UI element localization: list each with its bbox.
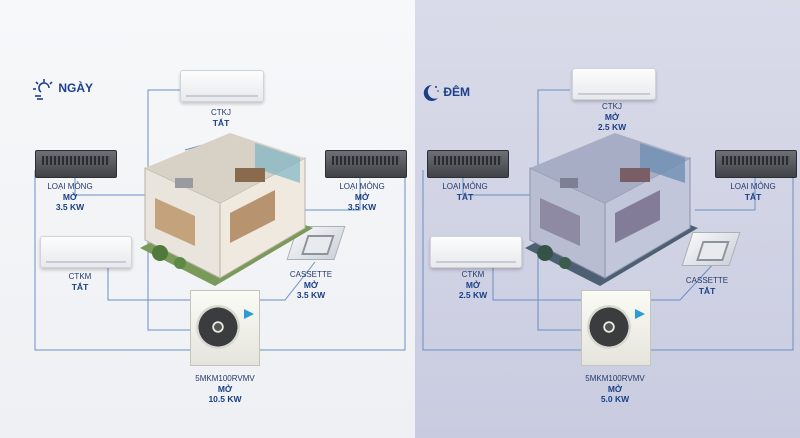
day-header-label: NGÀY [58, 81, 94, 96]
night-header-label: ĐÊM [443, 85, 471, 100]
night-panel: ĐÊM CTKJ MỞ 2.5 KW LOẠI MỎNG TẮT LOẠI MỎ… [415, 0, 800, 438]
ctkm-wall-unit [40, 236, 132, 268]
ctkj-wall-unit [572, 68, 656, 100]
night-cassette-status: TẮT [698, 286, 716, 296]
day-duct-right-name: LOẠI MỎNG [339, 182, 385, 191]
day-ctkj-name: CTKJ [211, 108, 231, 117]
outdoor-unit [190, 290, 260, 366]
night-cassette-label: CASSETTE TẮT [672, 276, 742, 296]
daikin-logo-icon [244, 309, 254, 319]
ctkj-wall-unit [180, 70, 264, 102]
day-duct-right-status: MỞ [354, 192, 370, 202]
day-outdoor-power: 10.5 KW [208, 394, 242, 404]
night-outdoor-status: MỞ [607, 384, 623, 394]
night-outdoor-label: 5MKM100RVMV MỞ 5.0 KW [570, 374, 660, 404]
day-header: NGÀY [33, 78, 93, 100]
right-duct-unit [325, 150, 407, 178]
day-outdoor-label: 5MKM100RVMV MỞ 10.5 KW [180, 374, 270, 404]
day-outdoor-name: 5MKM100RVMV [195, 374, 255, 383]
night-duct-right-status: TẮT [744, 192, 762, 202]
night-ctkj-power: 2.5 KW [597, 122, 627, 132]
night-ctkm-status: MỞ [465, 280, 481, 290]
fan-icon [196, 305, 240, 349]
outdoor-unit [581, 290, 651, 366]
night-ctkj-label: CTKJ MỞ 2.5 KW [587, 102, 637, 132]
house-illustration [525, 133, 698, 286]
daikin-logo-icon [635, 309, 645, 319]
day-duct-left-name: LOẠI MỎNG [47, 182, 93, 191]
day-cassette-name: CASSETTE [289, 270, 333, 279]
night-header: ĐÊM [420, 82, 470, 104]
night-duct-left-status: TẮT [456, 192, 474, 202]
day-duct-right-label: LOẠI MỎNG MỞ 3.5 KW [322, 182, 402, 212]
day-panel: NGÀY CTKJ TẮT LOẠI MỎNG MỞ 3.5 KW LOẠI M… [0, 0, 415, 438]
day-duct-left-status: MỞ [62, 192, 78, 202]
day-duct-left-label: LOẠI MỎNG MỞ 3.5 KW [30, 182, 110, 212]
day-duct-right-power: 3.5 KW [347, 202, 377, 212]
night-outdoor-name: 5MKM100RVMV [585, 374, 645, 383]
night-duct-left-label: LOẠI MỎNG TẮT [425, 182, 505, 202]
day-cassette-status: MỞ [303, 280, 319, 290]
day-cassette-power: 3.5 KW [296, 290, 326, 300]
day-ctkj-status: TẮT [212, 118, 230, 128]
day-ctkj-label: CTKJ TẮT [196, 108, 246, 128]
day-ctkm-status: TẮT [71, 282, 89, 292]
night-duct-right-name: LOẠI MỎNG [730, 182, 776, 191]
night-ctkm-label: CTKM MỞ 2.5 KW [448, 270, 498, 300]
night-ctkj-status: MỞ [604, 112, 620, 122]
day-cassette-label: CASSETTE MỞ 3.5 KW [276, 270, 346, 300]
day-duct-left-power: 3.5 KW [55, 202, 85, 212]
fan-icon [587, 305, 631, 349]
sun-icon [33, 79, 53, 100]
left-duct-unit [35, 150, 117, 178]
night-duct-left-name: LOẠI MỎNG [442, 182, 488, 191]
night-ctkm-name: CTKM [461, 270, 485, 279]
day-ctkm-name: CTKM [68, 272, 92, 281]
day-ctkm-label: CTKM TẮT [55, 272, 105, 292]
house-illustration [140, 133, 313, 286]
right-duct-unit [715, 150, 797, 178]
moon-icon [423, 84, 439, 101]
night-cassette-name: CASSETTE [685, 276, 729, 285]
left-duct-unit [427, 150, 509, 178]
night-ctkj-name: CTKJ [602, 102, 622, 111]
night-duct-right-label: LOẠI MỎNG TẮT [713, 182, 793, 202]
day-outdoor-status: MỞ [217, 384, 233, 394]
ctkm-wall-unit [430, 236, 522, 268]
night-ctkm-power: 2.5 KW [458, 290, 488, 300]
night-outdoor-power: 5.0 KW [600, 394, 630, 404]
